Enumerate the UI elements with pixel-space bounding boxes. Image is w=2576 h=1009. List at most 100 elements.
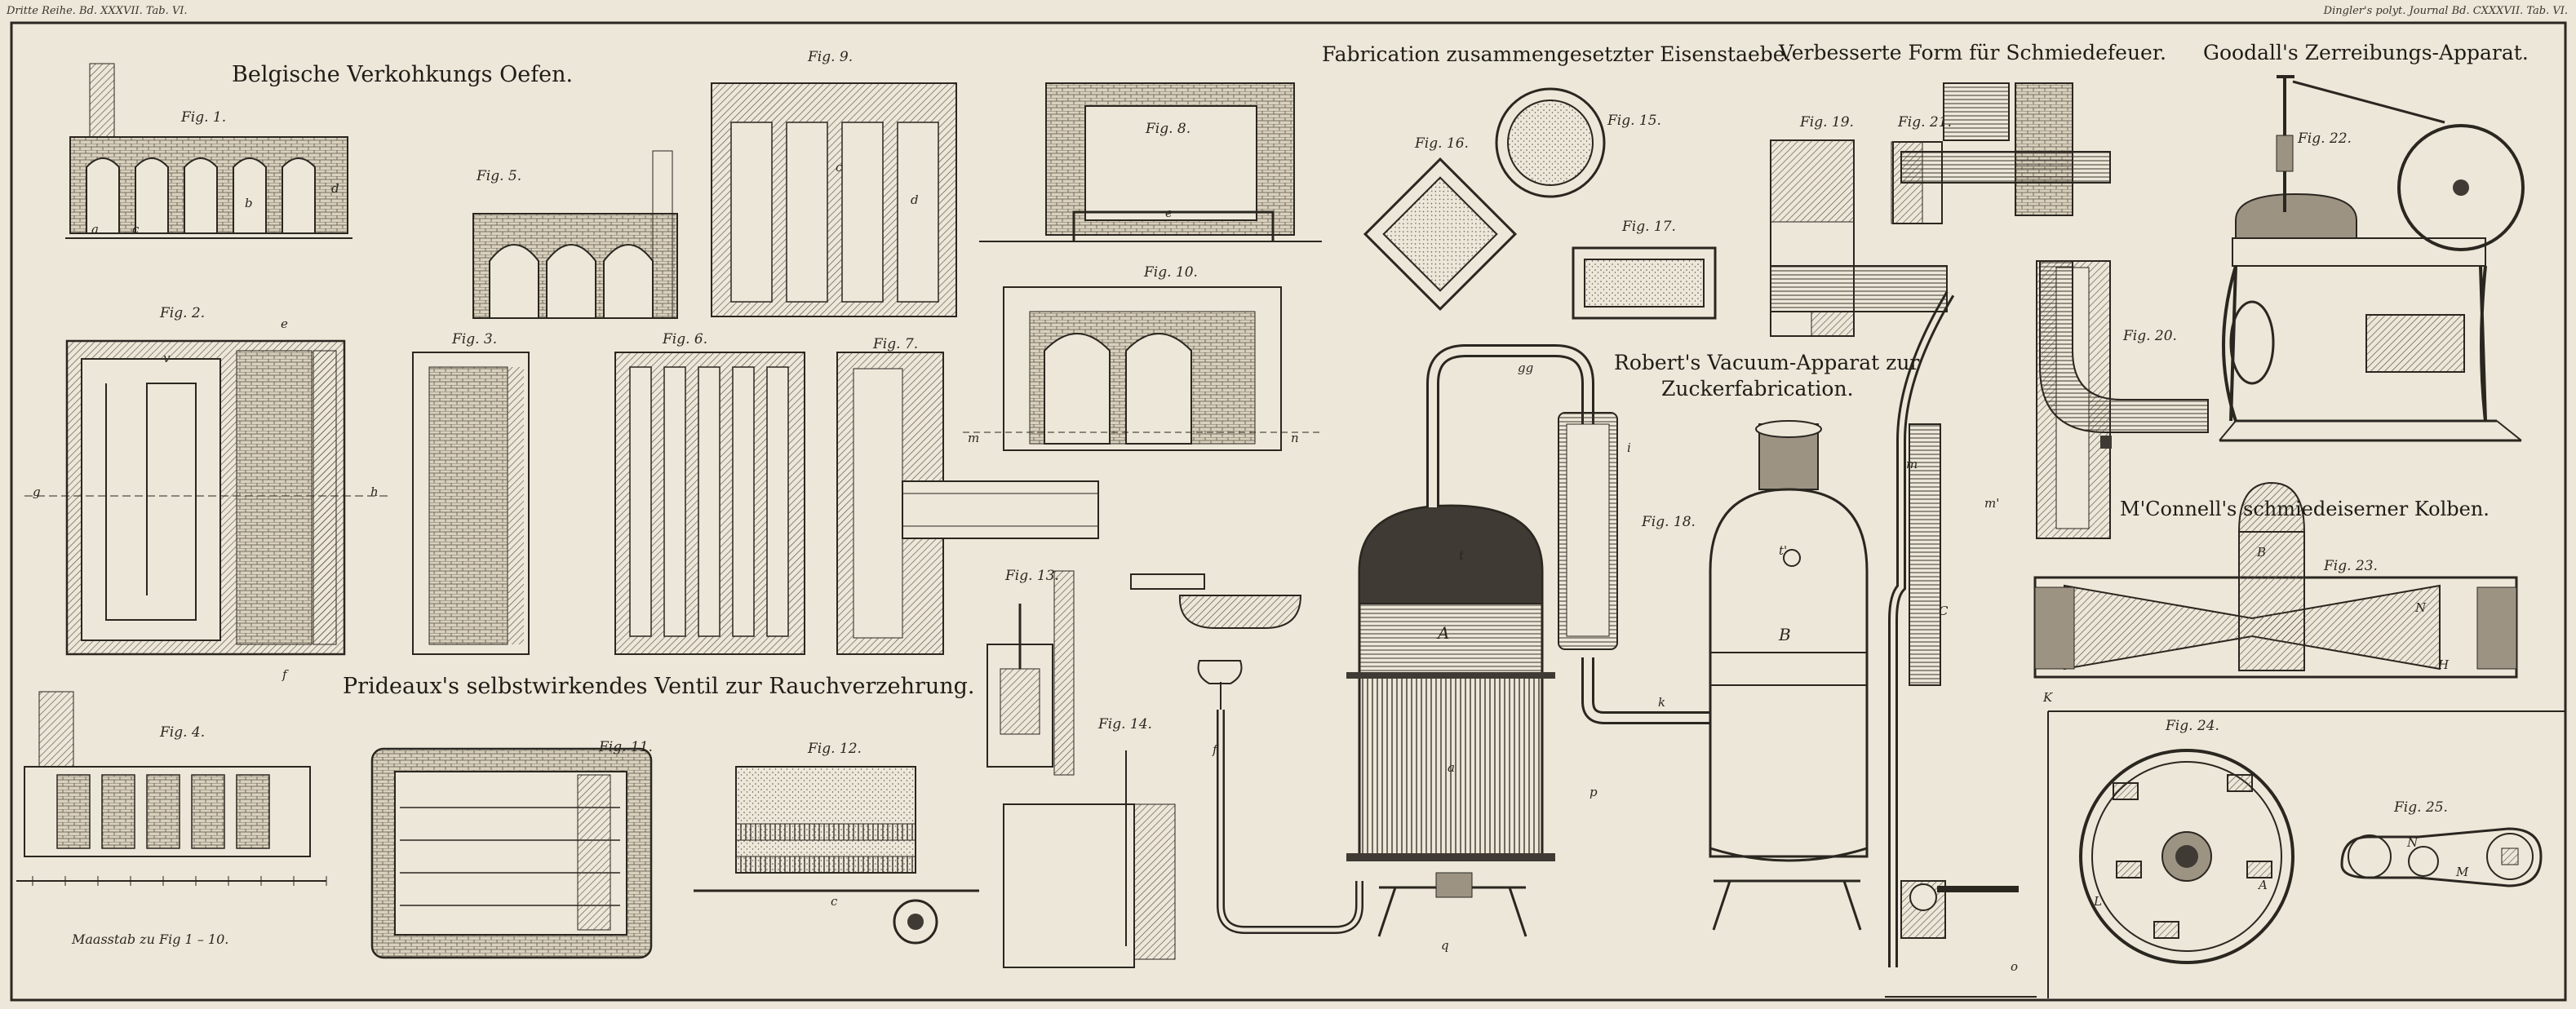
fig21-label: Fig. 21. <box>1898 114 1952 131</box>
fig9-drawing <box>711 82 957 317</box>
fig1-letter-c: c <box>132 222 140 237</box>
fig12-letter-c: c <box>831 894 838 909</box>
fig9-letter-c: c <box>836 160 843 175</box>
fig24-letter-A: A <box>2259 878 2268 892</box>
fig18-letter-o: o <box>2011 959 2019 974</box>
fig20-drawing <box>2036 260 2209 539</box>
fig25-letter-N: N <box>2407 835 2419 850</box>
fig7-label: Fig. 7. <box>873 336 919 352</box>
fig5-label: Fig. 5. <box>477 168 522 184</box>
fig10-drawing <box>963 286 1322 451</box>
fig23-label: Fig. 23. <box>2324 558 2378 574</box>
fig18-letter-f: f <box>1213 742 1217 757</box>
fig17-drawing <box>1572 246 1717 320</box>
fig18-label: Fig. 18. <box>1642 514 1696 530</box>
fig2-letter-e: e <box>281 316 288 331</box>
fig18-letter-gg: gg <box>1518 361 1534 375</box>
fig2-drawing <box>24 339 392 656</box>
fig8-letter-e: e <box>1165 206 1173 220</box>
title-belgische-oefen: Belgische Verkohkungs Oefen. <box>232 62 574 87</box>
fig3-label: Fig. 3. <box>452 331 498 347</box>
fig18-letter-m: m <box>1906 457 1918 471</box>
fig1-drawing <box>65 63 352 239</box>
fig16-label: Fig. 16. <box>1415 135 1469 152</box>
fig17-label: Fig. 17. <box>1622 219 1676 235</box>
fig24-letter-L: L <box>2094 894 2102 909</box>
fig18-letter-i: i <box>1627 440 1631 455</box>
fig2-letter-f: f <box>282 667 287 682</box>
outer-frame <box>10 21 2567 1002</box>
fig18-letter-B: B <box>1779 625 1791 644</box>
fig19-label: Fig. 19. <box>1800 114 1854 131</box>
fig16-drawing <box>1363 157 1518 312</box>
fig22-drawing <box>2219 75 2525 442</box>
fig22-label: Fig. 22. <box>2298 131 2352 147</box>
fig18-letter-q: q <box>1441 938 1449 953</box>
title-roberts-line1: Robert's Vacuum-Apparat zur <box>1614 351 1920 374</box>
fig24-drawing <box>2079 749 2294 964</box>
fig10-label: Fig. 10. <box>1144 264 1198 281</box>
fig14-drawing <box>1003 750 1176 968</box>
fig2-label: Fig. 2. <box>160 305 206 321</box>
fig11-label: Fig. 11. <box>599 739 653 755</box>
title-mconnell: M'Connell's schmiedeiserner Kolben. <box>2120 498 2490 520</box>
title-prideaux-ventil: Prideaux's selbstwirkendes Ventil zur Ra… <box>343 674 975 699</box>
fig2-letter-g: g <box>33 485 41 499</box>
fig23-letter-B: B <box>2257 545 2267 560</box>
fig6-drawing <box>614 352 805 655</box>
fig10-letter-n: n <box>1291 431 1299 445</box>
fig6-label: Fig. 6. <box>663 331 708 347</box>
fig15-drawing <box>1495 87 1606 198</box>
fig1-letter-a: a <box>91 222 99 237</box>
fig18-letter-A: A <box>1438 623 1450 643</box>
fig19-drawing <box>1770 139 1948 337</box>
fig5-drawing <box>472 150 678 319</box>
fig4-label: Fig. 4. <box>160 724 206 741</box>
plate-header-right: Dingler's polyt. Journal Bd. CXXXVII. Ta… <box>2323 5 2568 17</box>
fig3-drawing <box>412 352 530 655</box>
title-roberts-line2: Zuckerfabrication. <box>1661 377 1854 401</box>
fig21-drawing <box>1891 82 2111 224</box>
fig9-letter-d: d <box>911 193 919 207</box>
fig18-letter-C: C <box>1939 604 1949 618</box>
fig9-label: Fig. 9. <box>808 49 853 65</box>
fig14-label: Fig. 14. <box>1098 716 1152 732</box>
scale-caption: Maasstab zu Fig 1 – 10. <box>72 932 229 947</box>
fig2-letter-v: v <box>163 351 171 365</box>
fig25-drawing <box>2340 827 2543 887</box>
title-schmiedefeuer: Verbesserte Form für Schmiedefeuer. <box>1779 41 2166 64</box>
fig7-drawing <box>836 352 1099 655</box>
fig13-label: Fig. 13. <box>1005 568 1059 584</box>
fig23-letter-H: H <box>2438 657 2450 672</box>
fig15-label: Fig. 15. <box>1607 113 1661 129</box>
fig18-letter-p: p <box>1589 785 1598 799</box>
fig8-drawing <box>979 82 1322 242</box>
fig12-label: Fig. 12. <box>808 741 862 757</box>
fig1-letter-d: d <box>331 181 339 196</box>
fig4-drawing <box>16 691 327 886</box>
plate-header-left: Dritte Reihe. Bd. XXXVII. Tab. VI. <box>7 5 188 17</box>
fig18-letter-tprime: t' <box>1779 543 1788 558</box>
title-goodall: Goodall's Zerreibungs-Apparat. <box>2203 41 2529 64</box>
fig1-label: Fig. 1. <box>181 109 227 126</box>
fig1-letter-b: b <box>245 196 253 210</box>
fig24-label: Fig. 24. <box>2166 718 2219 734</box>
fig18-letter-a: a <box>1448 760 1455 775</box>
fig23-drawing <box>2033 481 2518 679</box>
fig11-drawing <box>370 747 653 959</box>
fig8-label: Fig. 8. <box>1146 121 1191 137</box>
fig23-letter-K: K <box>2043 690 2053 705</box>
fig23-letter-N: N <box>2415 600 2427 615</box>
fig25-letter-M: M <box>2456 865 2469 879</box>
fig18-letter-mprime: m' <box>1984 496 2000 511</box>
fig13-drawing <box>987 570 1075 776</box>
fig18-letter-t: t <box>1459 548 1465 563</box>
fig2-letter-h: h <box>370 485 379 499</box>
fig10-letter-m: m <box>968 431 980 445</box>
fig12-drawing <box>694 766 979 945</box>
title-eisenstaebe: Fabrication zusammengesetzter Eisenstaeb… <box>1322 42 1792 66</box>
fig18-letter-k: k <box>1658 695 1666 710</box>
fig20-label: Fig. 20. <box>2123 328 2177 344</box>
fig25-label: Fig. 25. <box>2394 799 2448 816</box>
